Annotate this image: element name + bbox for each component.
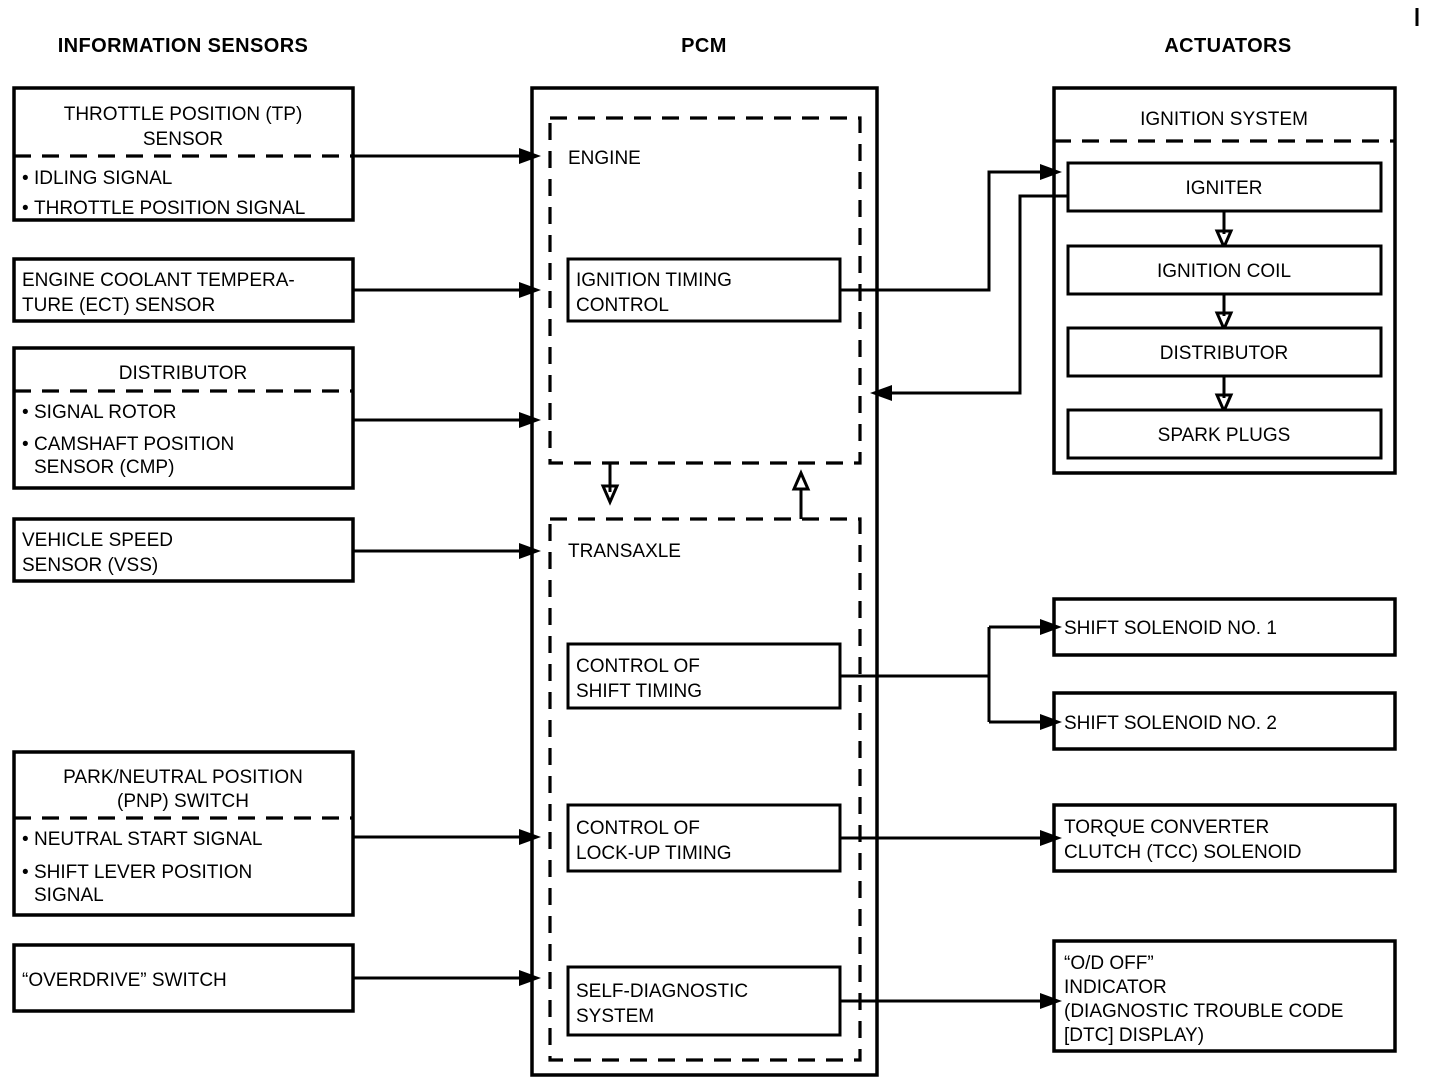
actuator-box-tcc-solenoid[interactable]: TORQUE CONVERTER CLUTCH (TCC) SOLENOID [1052, 803, 1397, 873]
shift-solenoid-1-label: SHIFT SOLENOID NO. 1 [1064, 618, 1277, 639]
self-diagnostic-system-frame [566, 965, 842, 1037]
control-of-shift-timing-line-1: CONTROL OF [576, 656, 700, 677]
connector-ignition-timing-to-igniter [840, 164, 1062, 292]
pnp-switch-bullet-1: • [22, 862, 29, 883]
ignition-coil-label: IGNITION COIL [1157, 261, 1291, 282]
spark-plugs-label: SPARK PLUGS [1158, 425, 1291, 446]
connector-pnp-to-pcm [353, 829, 541, 845]
shift-solenoid-1-frame [1052, 597, 1397, 657]
ignition-system-title: IGNITION SYSTEM [1140, 109, 1308, 130]
tcc-solenoid-frame [1052, 803, 1397, 873]
distributor-to-plugs-arrowhead [1214, 393, 1234, 415]
connector-overdrive-to-pcm [353, 970, 541, 986]
vss-sensor-frame [12, 517, 355, 583]
self-diagnostic-system-line-1: SELF-DIAGNOSTIC [576, 981, 748, 1002]
igniter-label: IGNITER [1185, 178, 1262, 199]
tcc-solenoid-line-2: CLUTCH (TCC) SOLENOID [1064, 842, 1302, 863]
connector-igniter-feedback-to-pcm [870, 194, 1068, 401]
connector-self-diagnostic-to-indicator [840, 993, 1062, 1009]
connector-ect-to-pcm [353, 282, 541, 298]
tp-sensor-bullet-1: • [22, 198, 29, 219]
overdrive-switch-title: “OVERDRIVE” SWITCH [22, 970, 227, 991]
pnp-switch-title-line-2: (PNP) SWITCH [117, 791, 249, 812]
sensor-box-ect-sensor[interactable]: ENGINE COOLANT TEMPERA- TURE (ECT) SENSO… [12, 257, 355, 323]
pcm-engine-section-label: ENGINE [568, 148, 641, 169]
ect-sensor-title-line-2: TURE (ECT) SENSOR [22, 295, 215, 316]
connector-shift-timing-to-solenoids [840, 619, 1062, 730]
engine-to-transaxle-arrowhead [600, 484, 620, 506]
sensor-box-tp-sensor[interactable]: THROTTLE POSITION (TP) SENSOR • IDLING S… [12, 86, 355, 222]
pcm-function-self-diagnostic-system[interactable]: SELF-DIAGNOSTIC SYSTEM [566, 965, 842, 1037]
tcc-solenoid-line-1: TORQUE CONVERTER [1064, 817, 1269, 838]
sensor-box-distributor-sensor[interactable]: DISTRIBUTOR • SIGNAL ROTOR • CAMSHAFT PO… [12, 346, 355, 490]
tp-sensor-frame [12, 86, 355, 222]
pcm-function-control-of-lock-up-timing[interactable]: CONTROL OF LOCK-UP TIMING [566, 803, 842, 873]
pnp-switch-title-line-1: PARK/NEUTRAL POSITION [63, 767, 303, 788]
distributor-actuator-frame[interactable] [1066, 326, 1383, 378]
heading-actuators: ACTUATORS [1164, 35, 1291, 57]
sensor-box-overdrive-switch[interactable]: “OVERDRIVE” SWITCH [12, 943, 355, 1013]
spark-plugs-frame[interactable] [1066, 408, 1383, 460]
distributor-sensor-item-0: SIGNAL ROTOR [34, 402, 177, 423]
vss-sensor-title-line-1: VEHICLE SPEED [22, 530, 173, 551]
sensor-box-vss-sensor[interactable]: VEHICLE SPEED SENSOR (VSS) [12, 517, 355, 583]
pnp-switch-item-0: NEUTRAL START SIGNAL [34, 829, 262, 850]
pnp-switch-item-2: SIGNAL [34, 885, 104, 906]
connector-distributor-to-pcm [353, 412, 541, 428]
tp-sensor-item-0: IDLING SIGNAL [34, 168, 172, 189]
tp-sensor-title-line-2: SENSOR [143, 129, 223, 150]
pnp-switch-frame [12, 750, 355, 917]
overdrive-switch-frame [12, 943, 355, 1013]
vss-sensor-title-line-2: SENSOR (VSS) [22, 555, 158, 576]
control-of-shift-timing-frame [566, 642, 842, 710]
tp-sensor-title-line-1: THROTTLE POSITION (TP) [64, 104, 303, 125]
igniter-frame[interactable] [1066, 161, 1383, 213]
pcm-function-ignition-timing-control[interactable]: IGNITION TIMING CONTROL [566, 257, 842, 323]
od-off-indicator-line-3: (DIAGNOSTIC TROUBLE CODE [1064, 1001, 1343, 1022]
actuator-box-shift-solenoid-2[interactable]: SHIFT SOLENOID NO. 2 [1052, 691, 1397, 751]
heading-information-sensors: INFORMATION SENSORS [58, 35, 309, 57]
transaxle-to-engine-arrowhead [791, 469, 811, 491]
distributor-sensor-item-1: CAMSHAFT POSITION [34, 434, 234, 455]
connector-tp-to-pcm [353, 148, 541, 164]
od-off-indicator-frame [1052, 939, 1397, 1053]
control-of-shift-timing-line-2: SHIFT TIMING [576, 681, 702, 702]
actuator-group-ignition-system: IGNITION SYSTEM IGNITER IGNITION COIL DI… [1052, 86, 1397, 475]
pcm-transaxle-section-label: TRANSAXLE [568, 541, 681, 562]
igniter-to-coil-arrowhead [1214, 229, 1234, 251]
sensor-box-pnp-switch[interactable]: PARK/NEUTRAL POSITION (PNP) SWITCH • NEU… [12, 750, 355, 917]
self-diagnostic-system-line-2: SYSTEM [576, 1006, 654, 1027]
control-of-lock-up-timing-line-2: LOCK-UP TIMING [576, 843, 732, 864]
pnp-switch-bullet-0: • [22, 829, 29, 850]
pcm-transaxle-section [548, 517, 862, 1062]
distributor-actuator-label: DISTRIBUTOR [1160, 343, 1288, 364]
od-off-indicator-line-2: INDICATOR [1064, 977, 1167, 998]
distributor-sensor-title: DISTRIBUTOR [119, 363, 247, 384]
pcm-outer-frame [530, 86, 879, 1077]
coil-to-distributor-arrowhead [1214, 311, 1234, 333]
tp-sensor-bullet-0: • [22, 168, 29, 189]
ignition-timing-control-line-2: CONTROL [576, 295, 669, 316]
heading-pcm: PCM [681, 35, 727, 57]
connector-vss-to-pcm [353, 543, 541, 559]
actuator-box-od-off-indicator[interactable]: “O/D OFF” INDICATOR (DIAGNOSTIC TROUBLE … [1052, 939, 1397, 1053]
distributor-sensor-bullet-0: • [22, 402, 29, 423]
ignition-timing-control-line-1: IGNITION TIMING [576, 270, 732, 291]
distributor-sensor-item-2: SENSOR (CMP) [34, 457, 174, 478]
connector-lockup-to-tcc [840, 830, 1062, 846]
ect-sensor-title-line-1: ENGINE COOLANT TEMPERA- [22, 270, 295, 291]
od-off-indicator-line-1: “O/D OFF” [1064, 953, 1154, 974]
pnp-switch-item-1: SHIFT LEVER POSITION [34, 862, 252, 883]
od-off-indicator-line-4: [DTC] DISPLAY) [1064, 1025, 1204, 1046]
ignition-coil-frame[interactable] [1066, 244, 1383, 296]
pcm-function-control-of-shift-timing[interactable]: CONTROL OF SHIFT TIMING [566, 642, 842, 710]
shift-solenoid-2-label: SHIFT SOLENOID NO. 2 [1064, 713, 1277, 734]
distributor-sensor-frame [12, 346, 355, 490]
distributor-sensor-bullet-1: • [22, 434, 29, 455]
actuator-box-shift-solenoid-1[interactable]: SHIFT SOLENOID NO. 1 [1052, 597, 1397, 657]
control-of-lock-up-timing-line-1: CONTROL OF [576, 818, 700, 839]
tp-sensor-item-1: THROTTLE POSITION SIGNAL [34, 198, 305, 219]
